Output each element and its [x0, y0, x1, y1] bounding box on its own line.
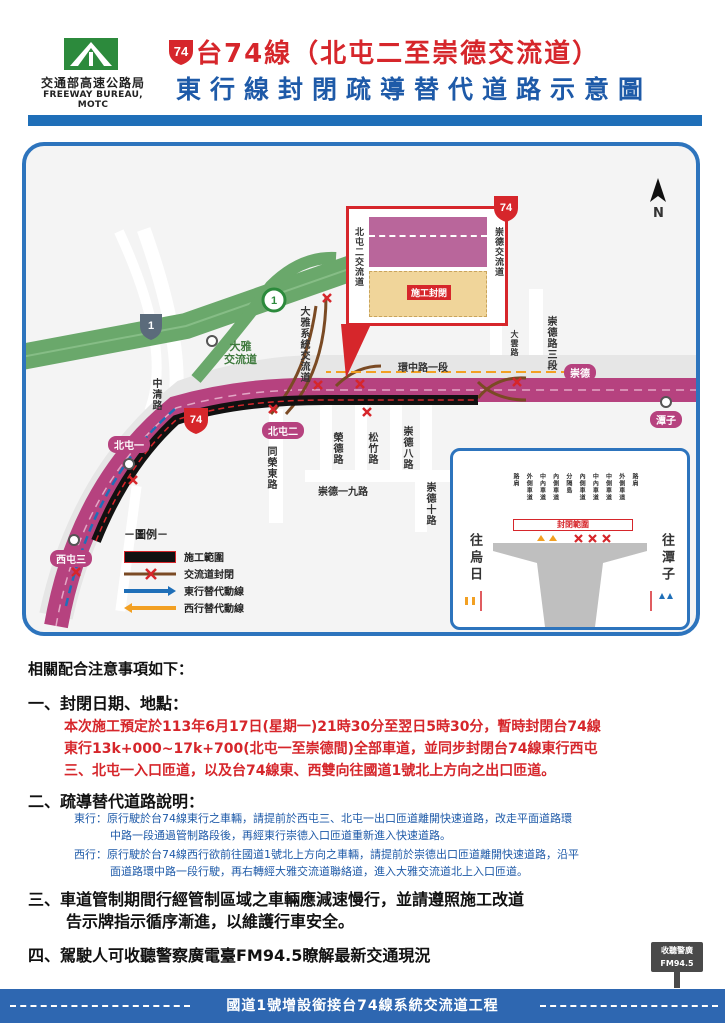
road-huanzhong: 環中路一段 [398, 363, 448, 374]
east-detour-line-2: 中路一段通過管制路段後，再經東行崇德入口匝道重新進入快速道路。 [110, 829, 451, 842]
notes-heading: 相關配合注意事項如下： [28, 660, 194, 678]
road-zhongqing: 中清路 [150, 378, 161, 411]
svg-text:1: 1 [271, 295, 277, 307]
dayas-interchange-label: 大雅 交流道 [224, 340, 257, 366]
page-title: 台74線（北屯二至崇德交流道） [196, 39, 601, 69]
footer-dash-right [540, 1005, 718, 1007]
section-4: 四、駕駛人可收聽警察廣電臺FM94.5瞭解最新交通現況 [28, 946, 431, 965]
west-detour-line-2: 面道路環中路一段行駛，再右轉經大雅交流道聯絡道，進入大雅交流道北上入口匝道。 [110, 865, 528, 878]
road-chongde8: 崇德八路 [401, 426, 412, 470]
legend-item-closure: 交流道封閉 [124, 565, 274, 582]
legend-item-east-detour: 東行替代動線 [124, 582, 274, 599]
footer-title: 國道1號增設銜接台74線系統交流道工程 [226, 998, 499, 1014]
svg-text:1: 1 [148, 320, 154, 332]
radio-sign-label: 收聽警廣 [661, 946, 693, 955]
section-1-title: 一、封閉日期、地點： [28, 694, 189, 713]
interchange-tanzi: 潭子 [650, 411, 682, 428]
map-legend: －圖例－ 施工範圍 交流道封閉 東行替代動線 西行替代動線 [124, 526, 274, 616]
footer-dash-left [10, 1005, 190, 1007]
callout-label-chongde: 崇德交流道 [493, 227, 503, 277]
legend-title: －圖例－ [124, 528, 168, 541]
road-chongde3: 崇德路三段 [545, 316, 556, 371]
callout-label-beitun2: 北屯二交流道 [353, 227, 363, 287]
section-2-title: 二、疏導替代道路說明： [28, 792, 205, 811]
road-songzhu: 松竹路 [366, 432, 377, 465]
road-tongrong-east: 同榮東路 [265, 446, 276, 490]
to-tanzi-label: 往潭子 [659, 533, 674, 584]
west-arrow-icon [124, 602, 176, 614]
org-name: 交通部高速公路局 [40, 76, 145, 90]
construction-swatch-icon [124, 550, 176, 563]
callout-route-74-icon: 74 [494, 196, 518, 222]
radio-sign-post [674, 972, 680, 988]
road-chongde19: 崇德一九路 [318, 487, 368, 498]
section-1-body: 本次施工預定於113年6月17日(星期一)21時30分至翌日5時30分，暫時封閉… [64, 719, 601, 779]
org-name-en: FREEWAY BUREAU, MOTC [43, 90, 143, 110]
section-3-line-1: 三、車道管制期間行經管制區域之車輛應減速慢行，並請遵照施工改道 [28, 890, 525, 909]
east-arrow-icon [124, 585, 176, 597]
bridge-section-diagram [465, 534, 673, 627]
svg-text:74: 74 [500, 202, 513, 214]
radio-sign: 收聽警廣 FM94.5 [651, 942, 703, 972]
north-label: N [653, 206, 664, 221]
svg-text:74: 74 [174, 44, 189, 59]
lane-labels: 路肩 外側車道 中內車道 內側車道 分隔島 內側車道 中內車道 中側車道 外側車… [512, 473, 638, 501]
footer-banner: 國道1號增設銜接台74線系統交流道工程 [0, 989, 725, 1023]
section-3-line-2: 告示牌指示循序漸進，以維護行車安全。 [66, 912, 355, 931]
closure-x-icon [124, 567, 176, 580]
interchange-beitun2: 北屯二 [262, 422, 304, 439]
closure-range-label: 封閉範圍 [513, 519, 633, 531]
road-dayas-system: 大雅系統交流道 [298, 306, 309, 383]
road-chongde10: 崇德十路 [424, 482, 435, 526]
west-detour-line-1: 西行：原行駛於台74線西行欲前往國道1號北上方向之車輛，請提前於崇德出口匝道離開… [74, 848, 579, 861]
cross-section-inset: 路肩 外側車道 中內車道 內側車道 分隔島 內側車道 中內車道 中側車道 外側車… [450, 448, 690, 630]
interchange-chongde: 崇德 [564, 364, 596, 381]
freeway-bureau-logo: 交通部高速公路局 FREEWAY BUREAU, MOTC [28, 34, 158, 110]
callout-closure-label: 施工封閉 [407, 285, 452, 300]
legend-item-west-detour: 西行替代動線 [124, 599, 274, 616]
page-subtitle: 東行線封閉疏導替代道路示意圖 [176, 75, 653, 104]
road-ronggu: 榮德路 [331, 432, 342, 465]
radio-sign-freq: FM94.5 [660, 959, 694, 968]
road-dajing: 大雲路 [510, 330, 519, 357]
interchange-xitun3: 西屯三 [50, 550, 92, 567]
svg-text:74: 74 [190, 414, 203, 426]
east-detour-line-1: 東行：原行駛於台74線東行之車輛，請提前於西屯三、北屯一出口匝道離開快速道路，改… [74, 812, 572, 825]
legend-item-construction: 施工範圍 [124, 548, 274, 565]
closure-callout: 施工封閉 北屯二交流道 崇德交流道 [346, 206, 508, 326]
freeway-bureau-emblem-icon [64, 38, 118, 70]
route-74-shield-icon: 74 [169, 40, 193, 65]
to-wuri-label: 往烏日 [467, 533, 482, 584]
header-divider [28, 115, 702, 126]
interchange-beitun1: 北屯一 [108, 436, 150, 453]
detour-map: 1 1 74 施工封閉 北屯二交流道 崇德交流道 [22, 142, 700, 636]
